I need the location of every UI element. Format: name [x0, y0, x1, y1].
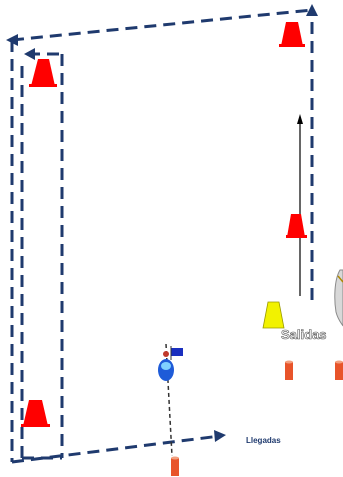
label-llegadas: Llegadas: [246, 436, 281, 445]
cone-icon: [29, 59, 57, 87]
arrowhead-inner-top: [24, 48, 35, 60]
start-arrow-head: [297, 114, 303, 124]
markers: [171, 361, 343, 477]
start-arrow: [297, 114, 303, 296]
standing-figure-icon: [335, 270, 343, 326]
player-head: [163, 351, 169, 357]
marker-post-icon: [171, 457, 179, 477]
marker-post-icon: [285, 361, 293, 381]
outer-route-top: [12, 10, 312, 40]
cone-icon: [263, 302, 284, 328]
cone-icon: [21, 400, 50, 427]
cone-icon: [286, 214, 307, 238]
arrowhead-bottom-right: [214, 430, 226, 442]
player-with-flag-icon: [158, 344, 183, 456]
inner-route: [22, 54, 62, 458]
outer-route: [12, 10, 312, 462]
flag: [171, 348, 183, 356]
arrowhead-top-right: [306, 4, 318, 16]
marker-post-icon: [335, 361, 343, 381]
label-salidas: Salidas: [281, 327, 327, 342]
cone-icon: [279, 22, 305, 47]
